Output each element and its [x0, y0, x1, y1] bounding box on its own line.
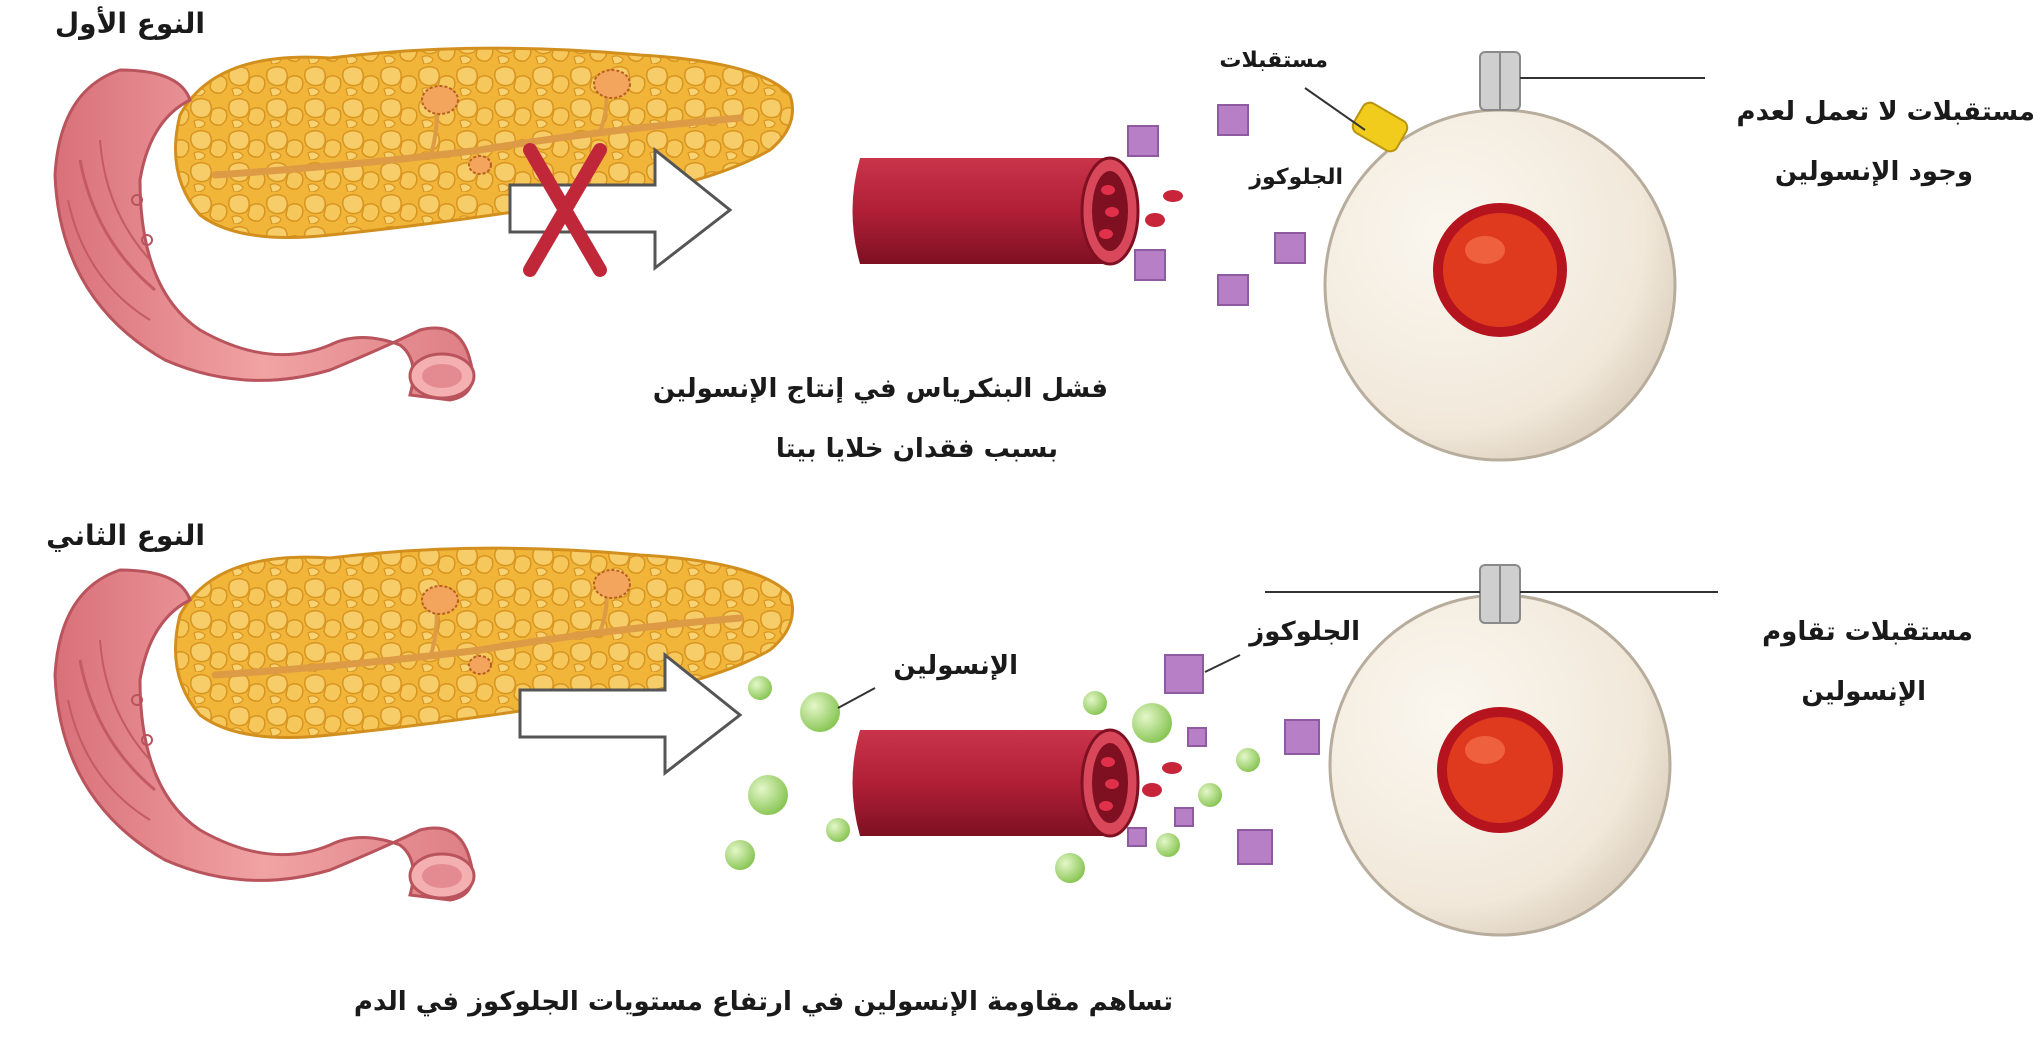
type2-glucose-label: الجلوكوز	[1249, 618, 1360, 648]
insulin-molecule	[748, 775, 788, 815]
red-blood-cell	[1163, 190, 1183, 202]
glucose-molecule	[1188, 728, 1206, 746]
type1-caption-line1: فشل البنكرياس في إنتاج الإنسولين	[653, 375, 1108, 405]
glucose-molecule	[1285, 720, 1319, 754]
type2-receptor-note-line1: مستقبلات تقاوم	[1762, 618, 1973, 648]
callout-line	[838, 688, 875, 708]
glucose-molecule	[1175, 808, 1193, 826]
islet-icon	[422, 86, 458, 114]
type1-title: النوع الأول	[55, 8, 205, 40]
insulin-molecule	[1083, 691, 1107, 715]
red-blood-cell	[1099, 229, 1113, 239]
red-blood-cell	[1162, 762, 1182, 774]
glucose-molecules-type2	[1128, 655, 1319, 864]
islet-icon	[594, 70, 630, 98]
insulin-molecule	[1236, 748, 1260, 772]
red-blood-cell	[1142, 783, 1162, 797]
red-blood-cell	[1099, 801, 1113, 811]
red-blood-cell	[1145, 213, 1165, 227]
insulin-label: الإنسولين	[893, 652, 1018, 682]
red-blood-cell	[1101, 757, 1115, 767]
insulin-molecule	[1132, 703, 1172, 743]
insulin-molecule	[1156, 833, 1180, 857]
glucose-molecule	[1135, 250, 1165, 280]
blood-vessel-type2	[853, 730, 1183, 836]
type1-glucose-label: الجلوكوز	[1249, 165, 1343, 190]
insulin-molecule	[800, 692, 840, 732]
type1-receptor-note-line1: مستقبلات لا تعمل لعدم	[1737, 98, 2035, 128]
glucose-molecule	[1128, 828, 1146, 846]
glucose-molecule	[1238, 830, 1272, 864]
glucose-molecule	[1275, 233, 1305, 263]
insulin-molecule	[1055, 853, 1085, 883]
callout-line	[1305, 88, 1365, 130]
cell-nucleus	[1438, 208, 1562, 332]
callout-line	[1205, 655, 1240, 672]
islet-icon	[594, 570, 630, 598]
insulin-molecule	[725, 840, 755, 870]
insulin-molecule	[748, 676, 772, 700]
type2-title: النوع الثاني	[46, 520, 205, 552]
glucose-molecule	[1165, 655, 1203, 693]
glucose-molecule	[1128, 126, 1158, 156]
receptors-label: مستقبلات	[1219, 48, 1328, 73]
type2-receptor-note-line2: الإنسولين	[1801, 678, 1926, 708]
target-cell-type1	[1305, 52, 1705, 460]
red-blood-cell	[1105, 779, 1119, 789]
blood-vessel-type1	[853, 158, 1184, 264]
type2-caption: تساهم مقاومة الإنسولين في ارتفاع مستويات…	[354, 988, 1173, 1018]
cell-nucleus	[1442, 712, 1558, 828]
red-blood-cell	[1101, 185, 1115, 195]
glucose-molecule	[1218, 105, 1248, 135]
insulin-molecule	[826, 818, 850, 842]
islet-icon	[422, 586, 458, 614]
glucose-molecule	[1218, 275, 1248, 305]
glucose-molecules-type1	[1128, 105, 1305, 305]
type1-caption-line2: بسبب فقدان خلايا بيتا	[776, 435, 1058, 465]
red-blood-cell	[1105, 207, 1119, 217]
insulin-molecule	[1198, 783, 1222, 807]
type1-receptor-note-line2: وجود الإنسولين	[1775, 158, 1973, 188]
